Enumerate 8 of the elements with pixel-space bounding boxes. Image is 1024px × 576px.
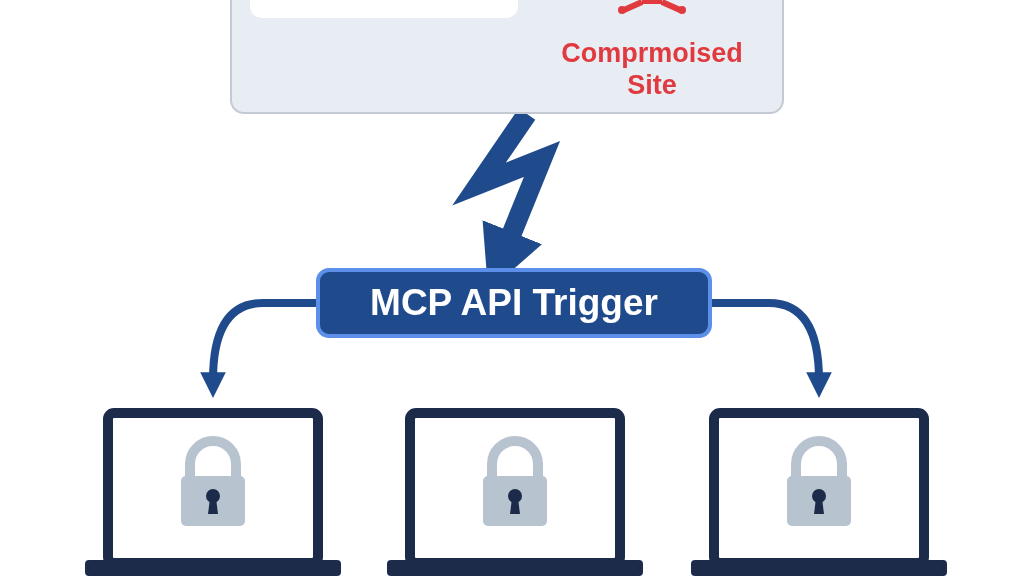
trigger-box: MCP API Trigger	[316, 268, 712, 338]
laptop-drawing	[691, 408, 947, 576]
site-label: Comprmoised Site	[560, 37, 744, 101]
laptop-drawing	[387, 408, 643, 576]
website-panel	[230, 0, 784, 114]
curved-arrow	[200, 299, 316, 398]
laptop-drawing	[85, 408, 341, 576]
curved-arrow	[712, 299, 832, 398]
